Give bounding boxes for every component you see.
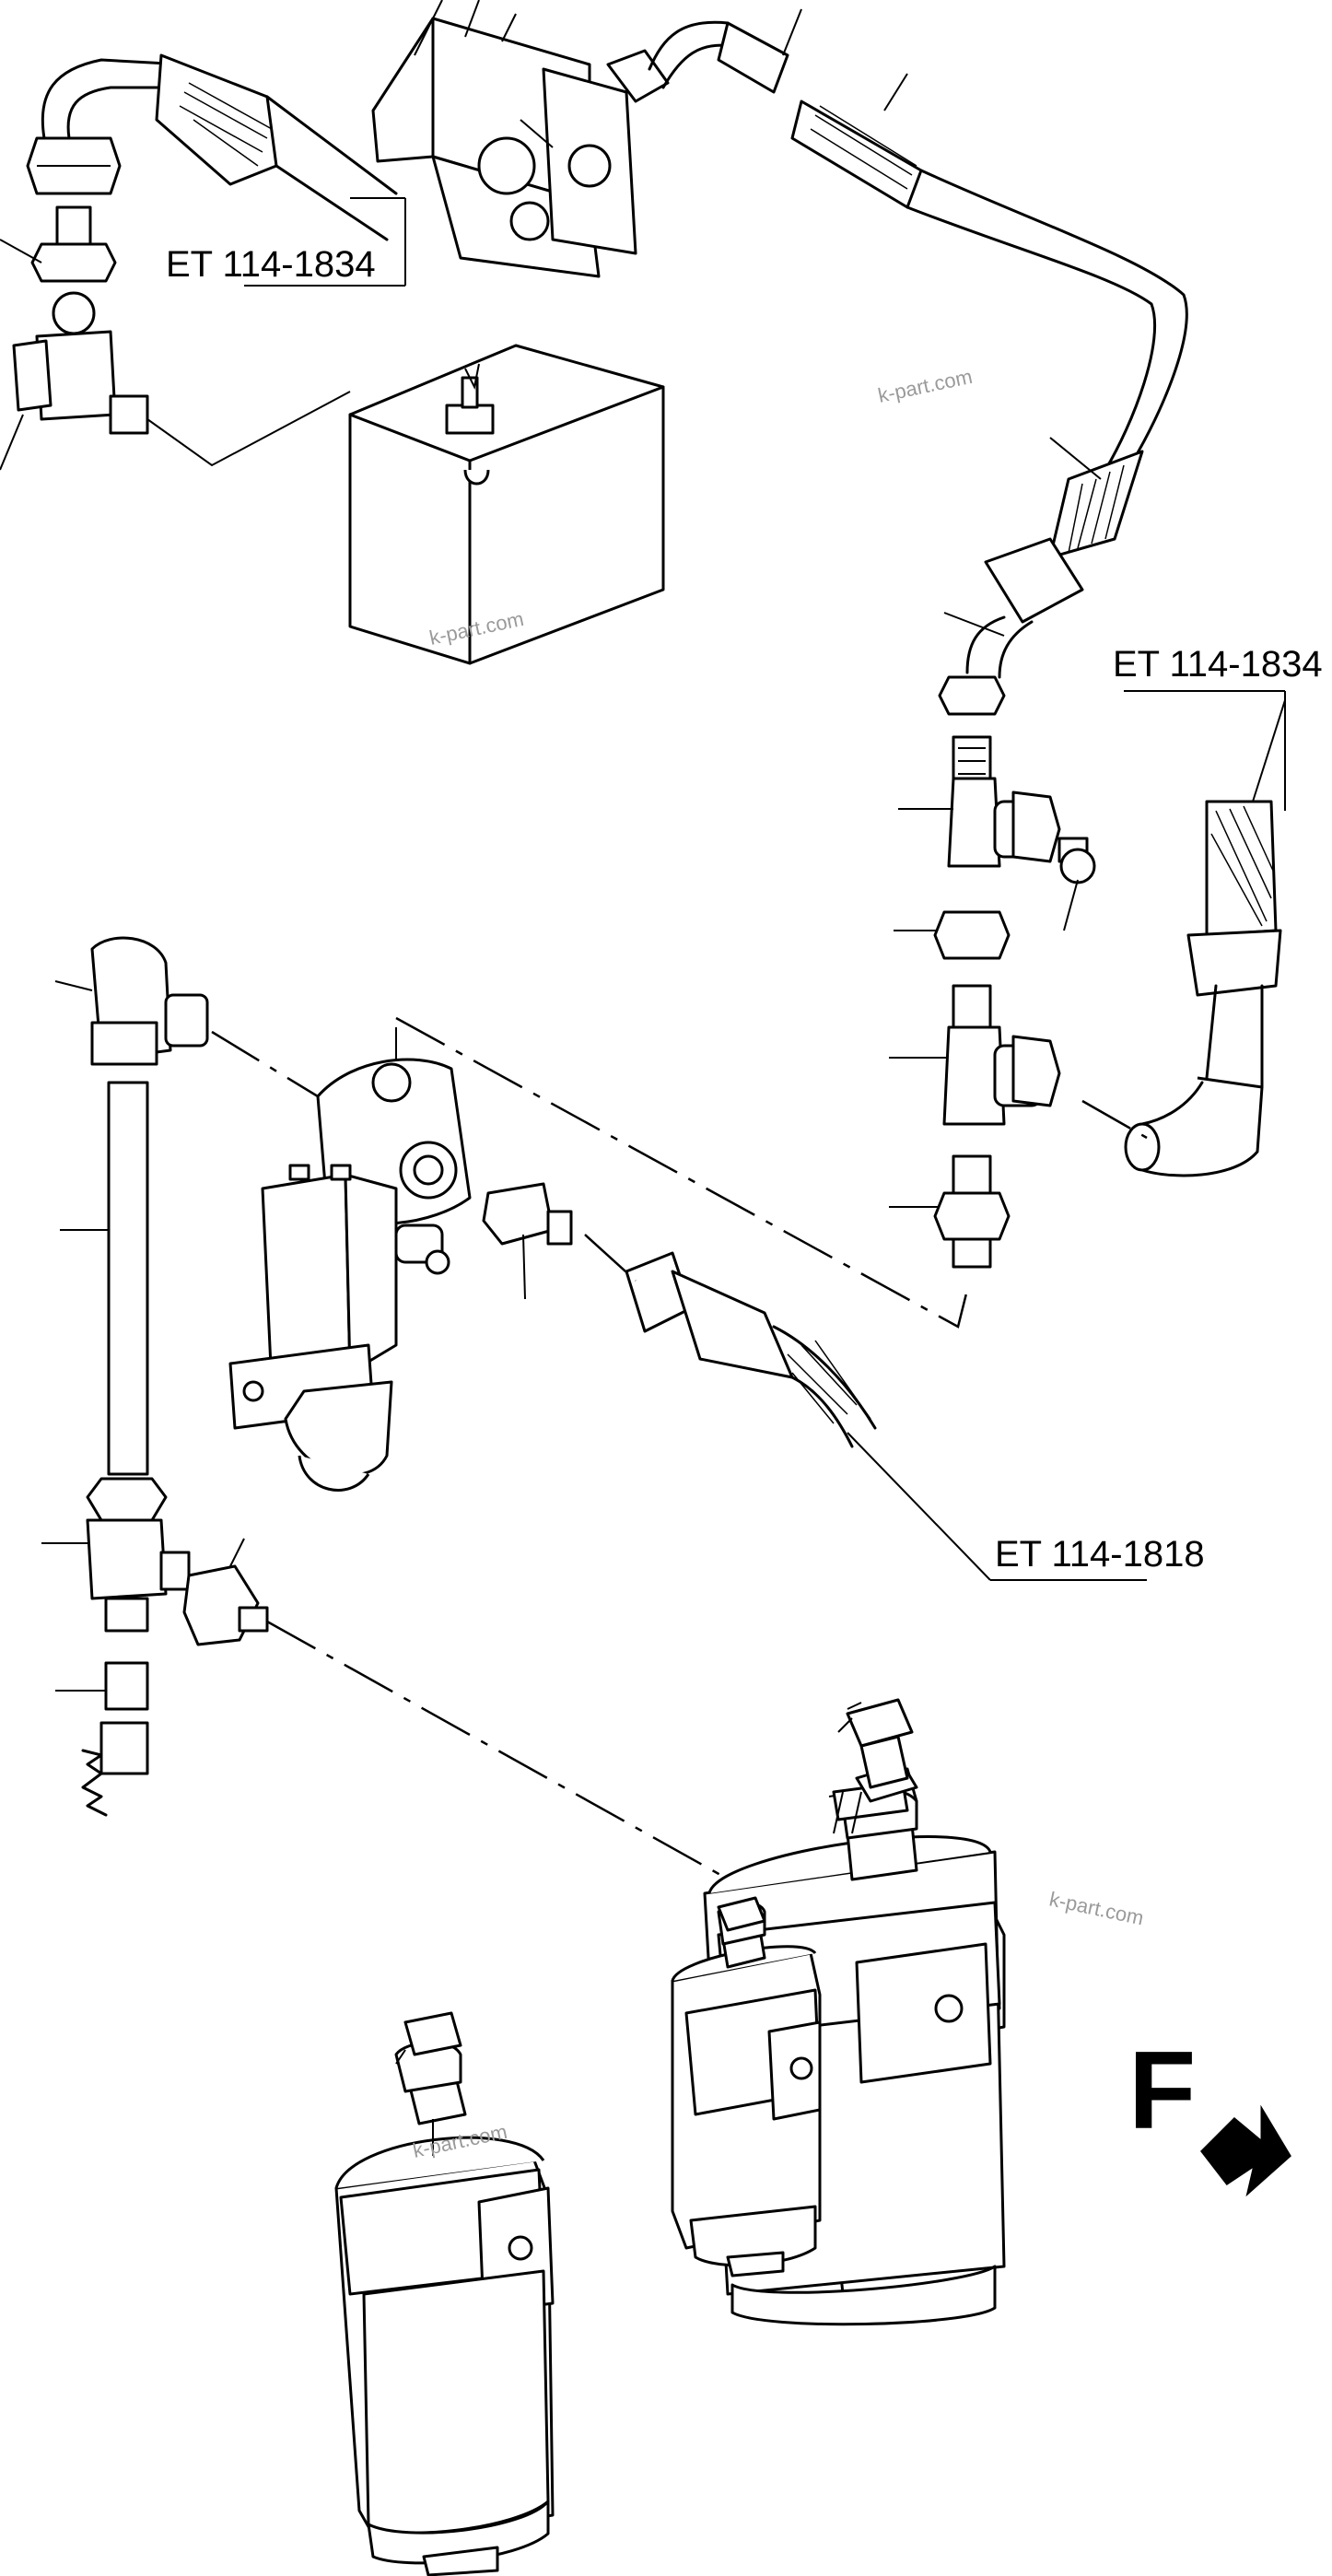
direction-letter: F (1128, 2029, 1196, 2152)
connection-lines (211, 1016, 1148, 1886)
top-left-nut (26, 136, 122, 195)
watermark-1: k-part.com (876, 365, 975, 407)
center-adapter-fitting (482, 1182, 573, 1300)
right-hose (1124, 691, 1286, 1177)
ref-bottom: ET 114-1818 (990, 1534, 1205, 1581)
ref-label-right: ET 114-1834 (1113, 644, 1323, 685)
top-valve-plate (371, 0, 637, 278)
direction-arrow-icon (1200, 2104, 1291, 2197)
left-vertical-assembly (41, 936, 209, 1817)
single-filter-housing (334, 2011, 555, 2576)
manifold-block (348, 344, 665, 665)
watermark-3: k-part.com (1047, 1887, 1146, 1929)
top-left-adapter (0, 205, 117, 283)
top-left-elbow (0, 291, 351, 471)
center-solenoid-valve (228, 1027, 472, 1492)
top-left-hose (41, 53, 406, 286)
ref-right: ET 114-1834 (1113, 644, 1323, 811)
ref-label-top-left: ET 114-1834 (166, 244, 376, 285)
direction-indicator: F (1128, 2029, 1291, 2197)
right-fitting-stack (889, 675, 1096, 1269)
small-filter-housing (671, 1896, 822, 2277)
ref-top-left: ET 114-1834 (166, 244, 405, 287)
left-nut (182, 1538, 269, 1646)
top-right-hose (606, 8, 1188, 679)
center-hose (625, 1251, 991, 1581)
ref-label-bottom: ET 114-1818 (995, 1534, 1205, 1575)
